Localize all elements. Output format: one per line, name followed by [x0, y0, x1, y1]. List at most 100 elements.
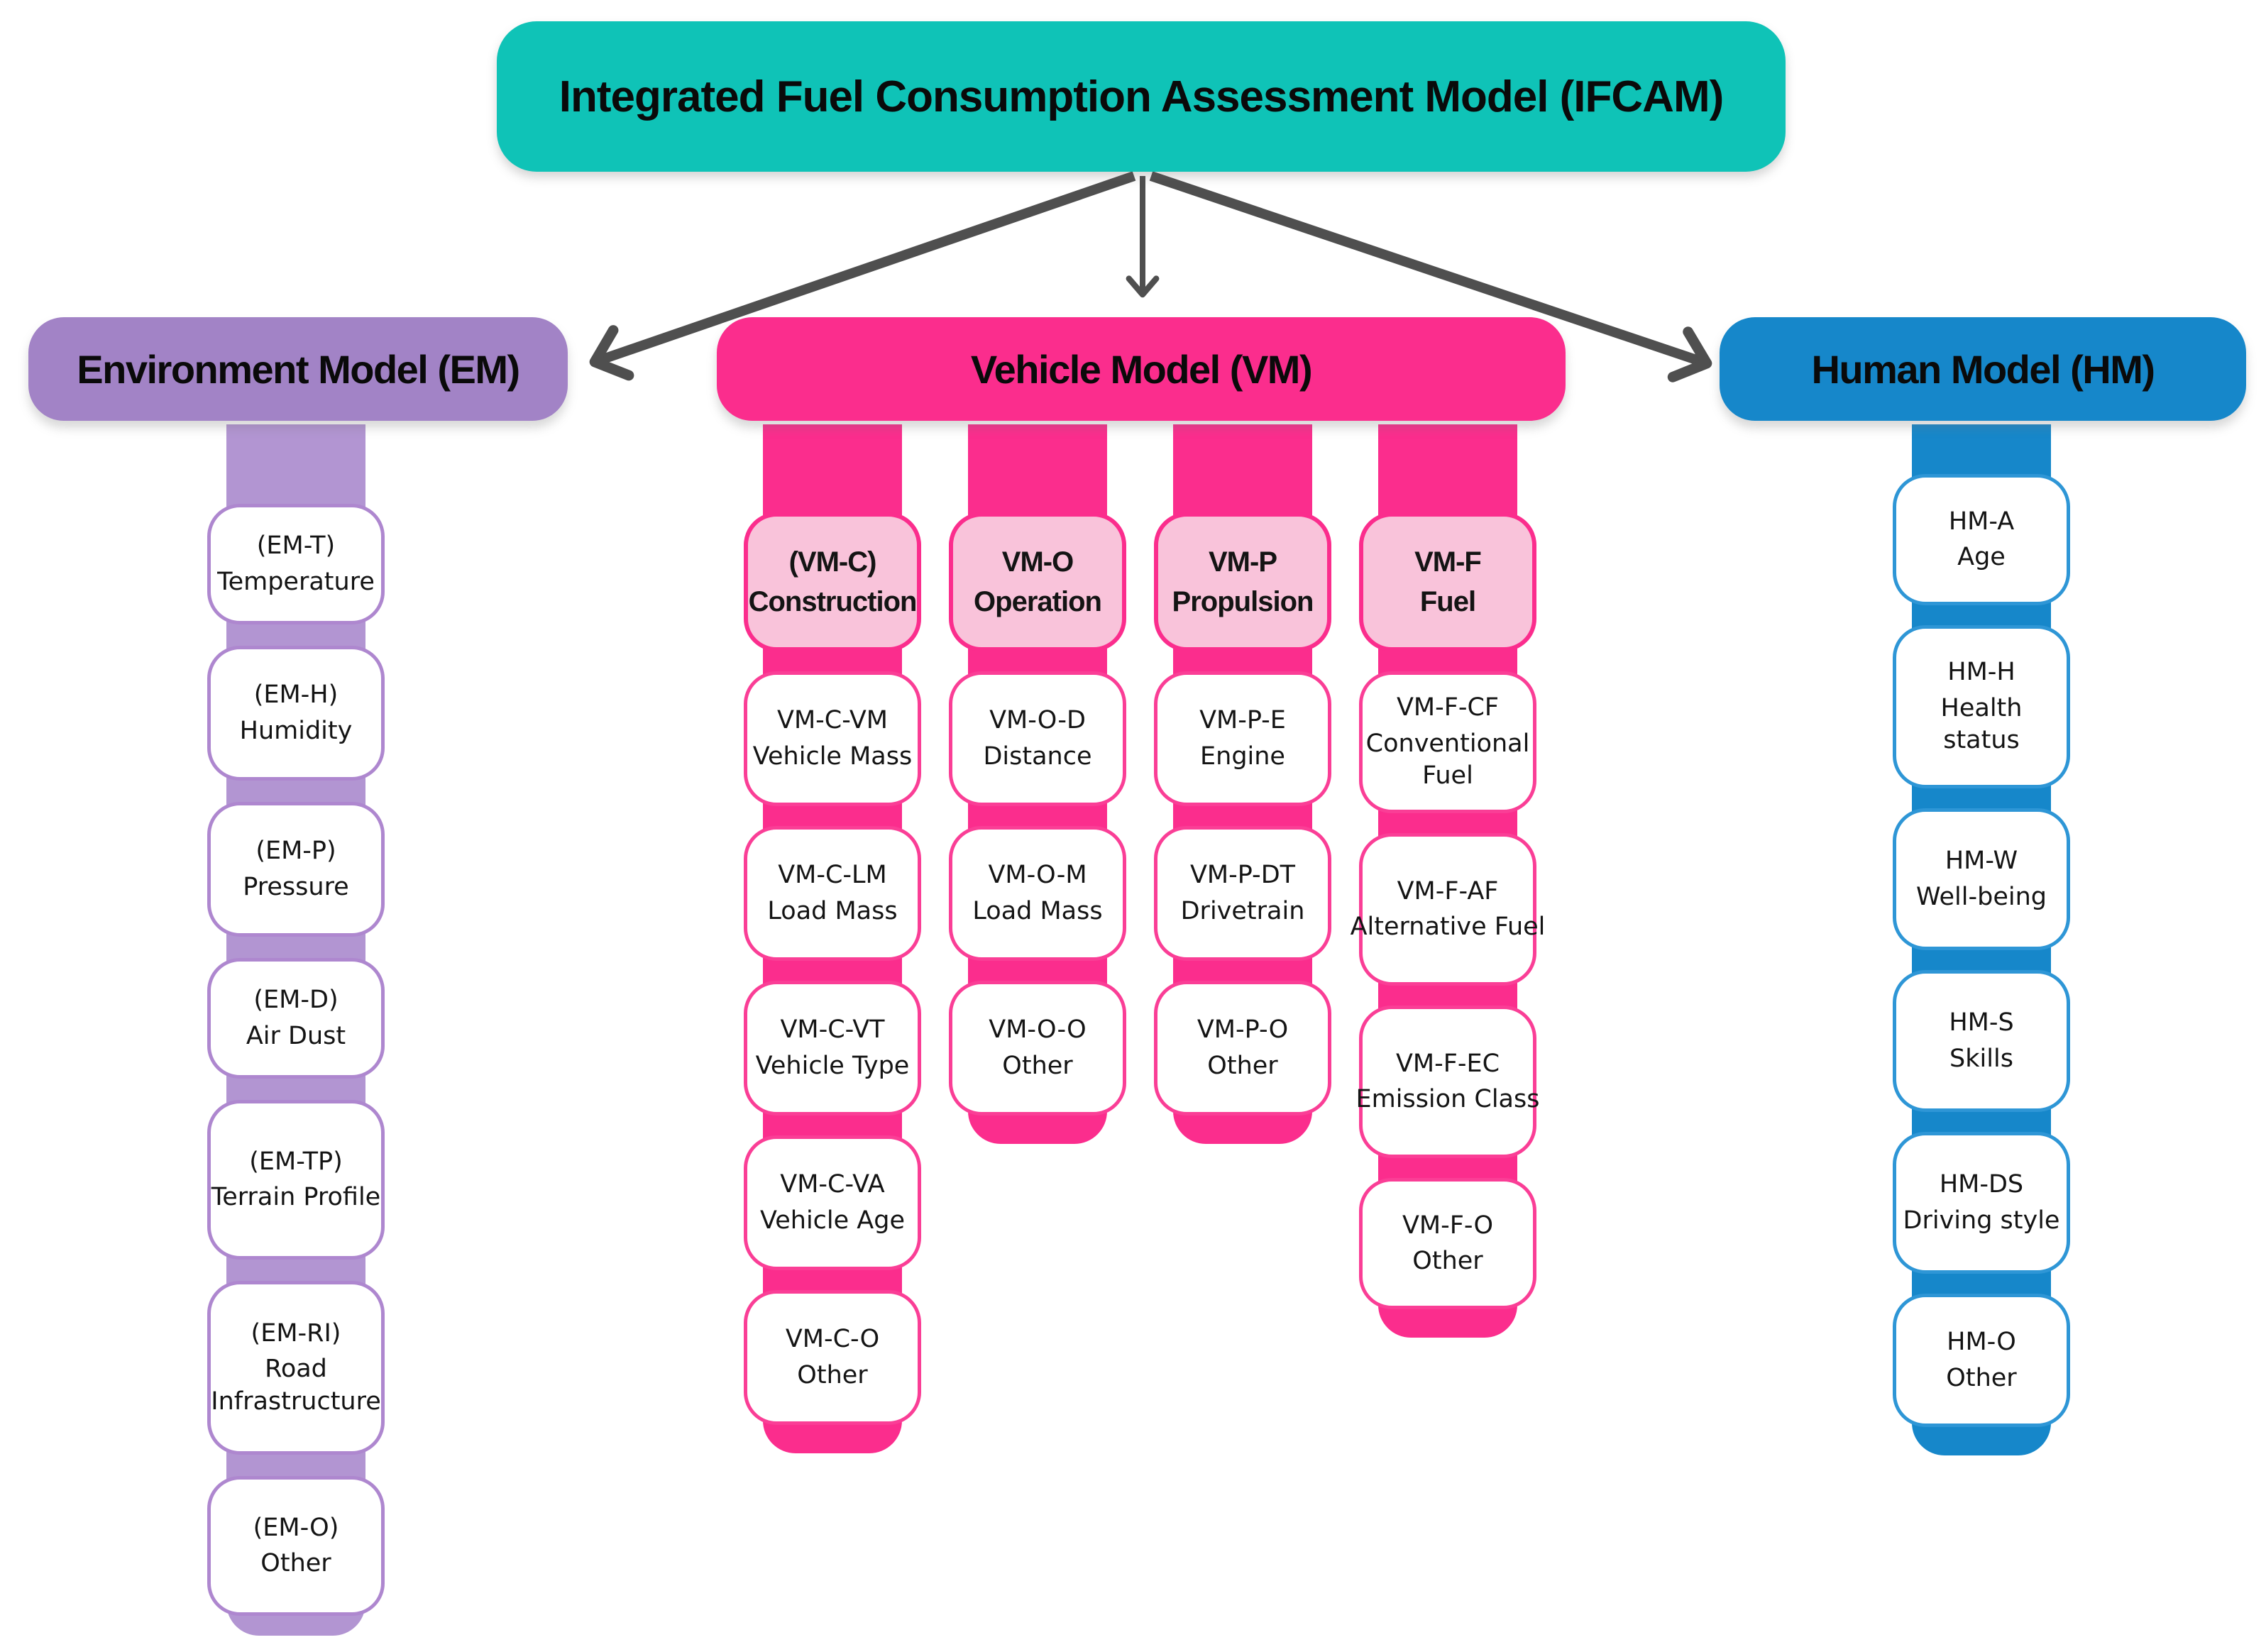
node-code: HM-S: [1949, 1008, 2014, 1037]
node-em-terrain-profile: (EM-TP) Terrain Profile: [207, 1100, 385, 1260]
column-environment: (EM-T) Temperature (EM-H) Humidity (EM-P…: [207, 424, 385, 1636]
header-vehicle-model: Vehicle Model (VM): [717, 317, 1566, 421]
node-hm-health-status: HM-H Health status: [1893, 625, 2070, 788]
node-code: (EM-TP): [249, 1147, 343, 1176]
node-vm-c-vehicle-mass: VM-C-VM Vehicle Mass: [744, 671, 921, 806]
node-label: Humidity: [239, 716, 353, 745]
node-code: VM-C-O: [785, 1325, 880, 1353]
node-label: Engine: [1200, 742, 1285, 771]
node-em-other: (EM-O) Other: [207, 1476, 385, 1616]
node-code: VM-C-LM: [778, 861, 887, 889]
node-code: VM-O-D: [989, 706, 1086, 734]
node-label: Alternative Fuel: [1350, 913, 1546, 941]
node-label: Pressure: [243, 872, 349, 901]
node-label: Well-being: [1915, 882, 2047, 911]
subheader-vm-propulsion: VM-P Propulsion: [1154, 512, 1331, 651]
node-label: Drivetrain: [1180, 896, 1305, 925]
node-vm-f-conventional-fuel: VM-F-CF Conventional Fuel: [1359, 671, 1536, 813]
node-hm-driving-style: HM-DS Driving style: [1893, 1132, 2070, 1274]
node-code: HM-O: [1947, 1328, 2016, 1356]
node-vm-p-other: VM-P-O Other: [1154, 981, 1331, 1116]
node-label: Driving style: [1903, 1206, 2060, 1235]
node-code: (EM-T): [256, 532, 336, 560]
node-label: Fuel: [1419, 586, 1476, 617]
node-vm-f-other: VM-F-O Other: [1359, 1178, 1536, 1309]
header-human-model: Human Model (HM): [1720, 317, 2246, 421]
node-em-road-infrastructure: (EM-RI) Road Infrastructure: [207, 1281, 385, 1455]
node-label: Vehicle Mass: [752, 742, 913, 771]
node-label: Temperature: [217, 567, 375, 596]
node-code: VM-P-E: [1199, 706, 1286, 734]
node-code: VM-P-DT: [1189, 861, 1296, 889]
column-vehicle-propulsion: VM-P Propulsion VM-P-E Engine VM-P-DT Dr…: [1154, 424, 1331, 1144]
subheader-vm-fuel: VM-F Fuel: [1359, 512, 1536, 651]
node-code: VM-F: [1414, 546, 1482, 578]
node-label: Other: [1207, 1051, 1278, 1080]
node-vm-c-vehicle-type: VM-C-VT Vehicle Type: [744, 981, 921, 1116]
node-hm-skills: HM-S Skills: [1893, 970, 2070, 1112]
node-code: VM-F-AF: [1397, 876, 1499, 905]
header-environment-label: Environment Model (EM): [77, 346, 520, 392]
node-code: VM-O-M: [988, 861, 1087, 889]
node-code: (EM-H): [253, 681, 339, 709]
arrow-to-environment-model: [589, 171, 1136, 381]
node-code: VM-C-VM: [777, 706, 888, 734]
column-vehicle-operation: VM-O Operation VM-O-D Distance VM-O-M Lo…: [949, 424, 1126, 1144]
node-em-temperature: (EM-T) Temperature: [207, 504, 385, 624]
node-label: Skills: [1949, 1044, 2013, 1073]
node-label: Conventional Fuel: [1365, 729, 1530, 791]
node-code: HM-DS: [1939, 1170, 2024, 1199]
node-label: Other: [1412, 1247, 1483, 1275]
node-code: (EM-O): [253, 1513, 339, 1542]
node-hm-other: HM-O Other: [1893, 1294, 2070, 1427]
node-em-air-dust: (EM-D) Air Dust: [207, 958, 385, 1079]
node-label: Distance: [983, 742, 1092, 771]
node-vm-o-distance: VM-O-D Distance: [949, 671, 1126, 806]
node-code: (EM-D): [253, 986, 339, 1014]
node-vm-f-emission-class: VM-F-EC Emission Class: [1356, 1006, 1539, 1158]
column-human: HM-A Age HM-H Health status HM-W Well-be…: [1893, 424, 2070, 1455]
node-label: Road Infrastructure: [211, 1355, 381, 1416]
node-vm-c-vehicle-age: VM-C-VA Vehicle Age: [744, 1135, 921, 1270]
node-em-humidity: (EM-H) Humidity: [207, 646, 385, 781]
node-vm-o-other: VM-O-O Other: [949, 981, 1126, 1116]
node-hm-well-being: HM-W Well-being: [1893, 808, 2070, 950]
header-vehicle-label: Vehicle Model (VM): [970, 346, 1313, 392]
node-label: Other: [260, 1549, 331, 1577]
node-vm-p-drivetrain: VM-P-DT Drivetrain: [1154, 826, 1331, 961]
column-vehicle-construction: (VM-C) Construction VM-C-VM Vehicle Mass…: [744, 424, 921, 1453]
node-code: VM-F-CF: [1396, 693, 1500, 722]
node-vm-c-other: VM-C-O Other: [744, 1290, 921, 1425]
node-code: VM-P-O: [1197, 1015, 1289, 1044]
node-code: HM-A: [1948, 507, 2015, 536]
node-code: (VM-C): [788, 546, 877, 578]
root-title: Integrated Fuel Consumption Assessment M…: [559, 72, 1724, 121]
node-label: Air Dust: [246, 1021, 346, 1050]
subheader-vm-operation: VM-O Operation: [949, 512, 1126, 651]
node-em-pressure: (EM-P) Pressure: [207, 802, 385, 937]
node-hm-age: HM-A Age: [1893, 474, 2070, 605]
node-label: Terrain Profile: [211, 1183, 381, 1211]
node-label: Propulsion: [1172, 586, 1314, 617]
node-code: VM-O-O: [989, 1015, 1087, 1044]
node-code: HM-H: [1947, 658, 2015, 687]
subheader-vm-construction: (VM-C) Construction: [744, 512, 921, 651]
node-label: Other: [1002, 1051, 1073, 1080]
node-label: Construction: [748, 586, 918, 617]
node-code: VM-O: [1001, 546, 1074, 578]
node-label: Other: [1946, 1363, 2017, 1392]
node-label: Load Mass: [767, 896, 898, 925]
node-label: Health status: [1940, 693, 2023, 755]
node-code: VM-C-VA: [780, 1170, 885, 1199]
node-code: (EM-RI): [251, 1318, 341, 1348]
node-vm-c-load-mass: VM-C-LM Load Mass: [744, 826, 921, 961]
node-code: VM-F-EC: [1395, 1049, 1500, 1078]
node-label: Age: [1957, 543, 2006, 571]
node-label: Emission Class: [1355, 1085, 1540, 1113]
node-vm-o-load-mass: VM-O-M Load Mass: [949, 826, 1126, 961]
node-code: HM-W: [1945, 847, 2018, 875]
node-label: Vehicle Age: [760, 1206, 905, 1235]
node-label: Other: [797, 1360, 868, 1389]
